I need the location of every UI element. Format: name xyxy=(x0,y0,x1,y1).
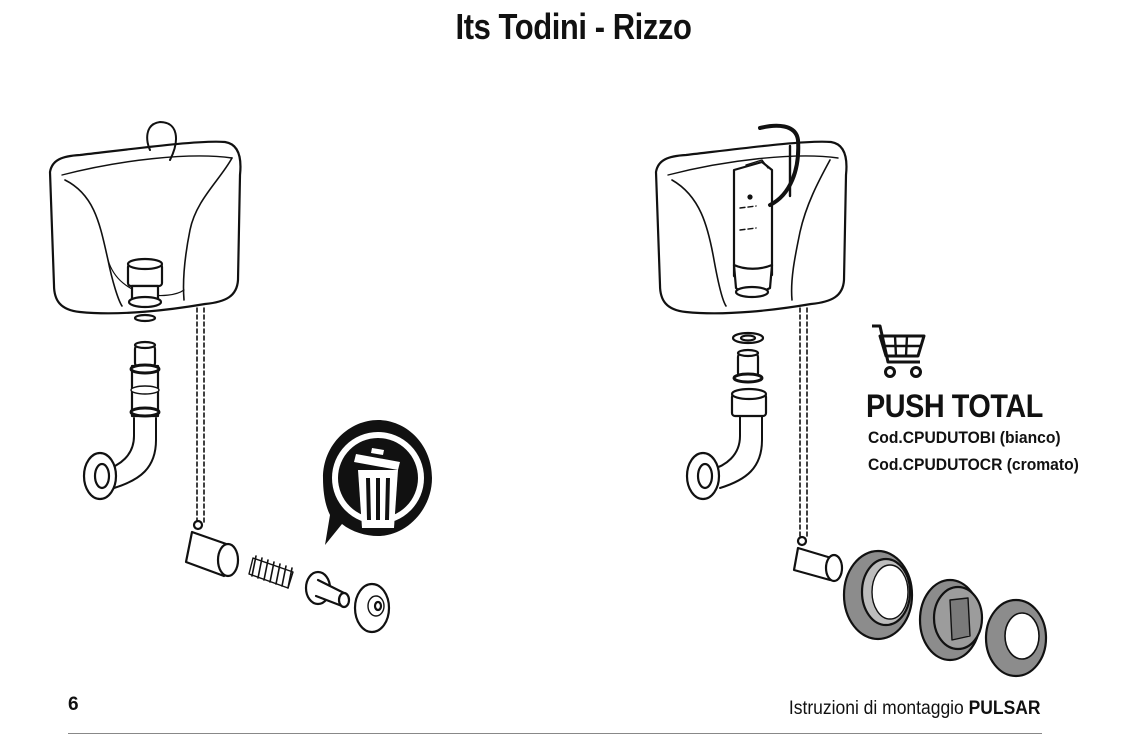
trash-bin-icon xyxy=(323,420,432,545)
new-push-button-parts xyxy=(792,535,1048,678)
cable-left xyxy=(196,307,205,523)
footer-caption: Istruzioni di montaggio PULSAR xyxy=(789,698,1041,720)
footer-divider xyxy=(68,733,1042,734)
product-code-white: Cod.CPUDUTOBI (bianco) xyxy=(868,428,1061,447)
old-flush-pipe xyxy=(82,340,161,501)
footer-caption-prefix: Istruzioni di montaggio xyxy=(789,698,965,719)
product-code-chrome: Cod.CPUDUTOCR (cromato) xyxy=(868,455,1079,474)
product-name: PUSH TOTAL xyxy=(866,388,1043,424)
shopping-cart-icon xyxy=(872,324,926,378)
old-cistern xyxy=(48,121,242,323)
page-title: Its Todini - Rizzo xyxy=(455,6,692,47)
new-cistern xyxy=(654,123,848,315)
footer-caption-product: PULSAR xyxy=(969,698,1041,719)
new-flush-pipe xyxy=(685,331,768,501)
old-push-button-parts xyxy=(184,519,391,634)
page-number: 6 xyxy=(68,694,79,715)
cable-right xyxy=(799,307,808,539)
